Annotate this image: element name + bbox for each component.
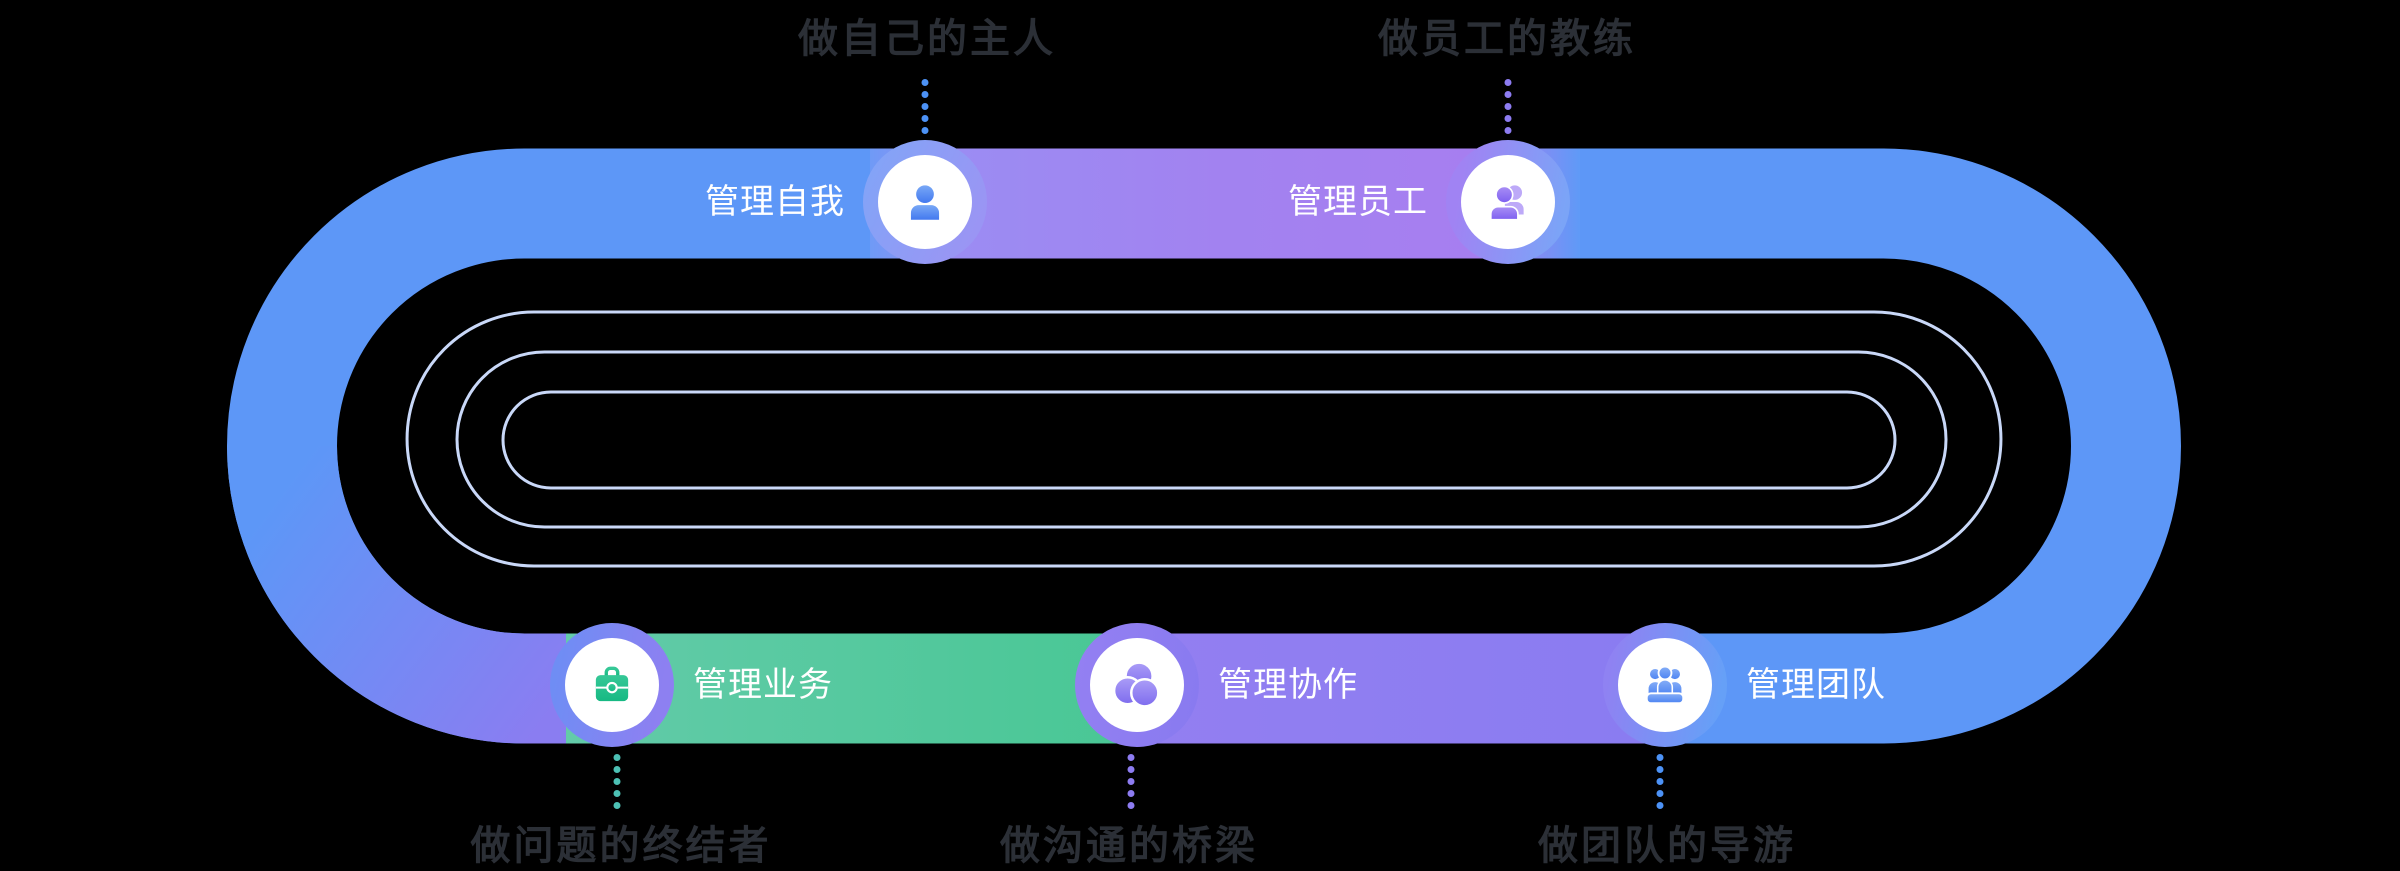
- dot: [1656, 778, 1664, 785]
- dot: [921, 79, 929, 86]
- node-white-circle: [565, 638, 659, 732]
- dot: [921, 127, 929, 134]
- node-label: 管理团队: [1746, 666, 1886, 704]
- dot: [1656, 754, 1664, 761]
- node-caption: 做自己的主人: [798, 17, 1056, 61]
- dot: [1656, 802, 1664, 809]
- dotted-connector: [1656, 754, 1664, 809]
- track-segment-cap-purple: [227, 444, 570, 744]
- node-label: 管理自我: [705, 183, 845, 221]
- dot: [1127, 790, 1135, 797]
- collaboration-icon: [1112, 661, 1160, 708]
- dot: [1127, 802, 1135, 809]
- dotted-connector: [1127, 754, 1135, 809]
- dotted-connector: [921, 79, 929, 134]
- briefcase-icon: [595, 666, 629, 702]
- node-caption: 做沟通的桥梁: [1000, 824, 1258, 868]
- node-caption: 做团队的导游: [1538, 824, 1796, 868]
- dot: [1127, 778, 1135, 785]
- dot: [613, 778, 621, 785]
- dot: [1127, 754, 1135, 761]
- lane-line-outer: [405, 310, 2003, 568]
- lane-line-inner: [501, 390, 1897, 490]
- node-caption: 做员工的教练: [1378, 17, 1636, 61]
- person-icon: [910, 185, 940, 220]
- dot: [1504, 79, 1512, 86]
- dot: [1504, 127, 1512, 134]
- team-icon: [1645, 665, 1685, 705]
- track-ring: [227, 148, 2181, 744]
- dotted-connector: [613, 754, 621, 809]
- lane-line-middle: [455, 350, 1948, 529]
- dot: [613, 766, 621, 773]
- dot: [921, 103, 929, 110]
- node-caption: 做问题的终结者: [470, 824, 772, 868]
- people-icon: [1489, 185, 1524, 221]
- node-label: 管理员工: [1288, 183, 1428, 221]
- dot: [1656, 790, 1664, 797]
- node-label: 管理业务: [693, 666, 833, 704]
- node-label: 管理协作: [1218, 666, 1358, 704]
- dotted-connector: [1504, 79, 1512, 134]
- node-white-circle: [878, 155, 972, 249]
- dot: [921, 115, 929, 122]
- dot: [1504, 103, 1512, 110]
- dot: [613, 790, 621, 797]
- dot: [613, 754, 621, 761]
- dot: [921, 91, 929, 98]
- dot: [1656, 766, 1664, 773]
- node-white-circle: [1461, 155, 1555, 249]
- node-white-circle: [1618, 638, 1712, 732]
- dot: [613, 802, 621, 809]
- dot: [1504, 91, 1512, 98]
- dot: [1504, 115, 1512, 122]
- node-white-circle: [1090, 638, 1184, 732]
- dot: [1127, 766, 1135, 773]
